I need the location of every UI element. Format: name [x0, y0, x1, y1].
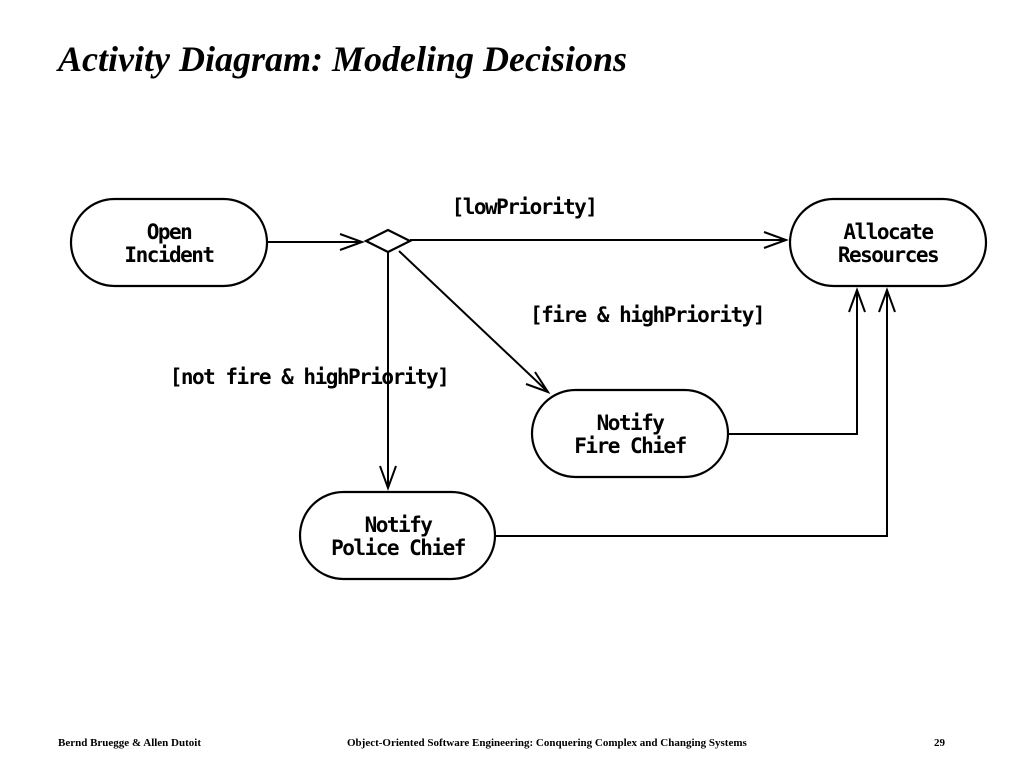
node-open-incident: Open Incident — [69, 197, 269, 288]
guard-fire-high-priority: [fire & highPriority] — [530, 303, 764, 327]
node-notify-police-chief: Notify Police Chief — [298, 490, 497, 581]
node-allocate-resources: Allocate Resources — [788, 197, 988, 288]
edge-fire-chief-to-allocate — [728, 290, 858, 435]
arrowhead-fire-chief-to-allocate — [848, 287, 866, 313]
footer-authors: Bernd Bruegge & Allen Dutoit — [58, 737, 201, 749]
slide-title: Activity Diagram: Modeling Decisions — [58, 39, 627, 79]
node-notify-police-chief-line2: Police Chief — [331, 536, 466, 560]
node-allocate-resources-line2: Resources — [838, 243, 938, 267]
node-notify-fire-chief: Notify Fire Chief — [530, 388, 730, 479]
edge-police-chief-to-allocate — [495, 290, 888, 537]
footer-course: Object-Oriented Software Engineering: Co… — [347, 737, 747, 749]
arrowhead-notify-police-chief — [379, 465, 397, 491]
guard-low-priority: [lowPriority] — [452, 195, 597, 219]
arrowhead-police-chief-to-allocate — [878, 287, 896, 313]
footer-page-number: 29 — [934, 737, 945, 749]
node-open-incident-line2: Incident — [124, 243, 213, 267]
node-open-incident-line1: Open — [147, 220, 192, 244]
arrowhead-decision-in — [339, 233, 365, 251]
guard-not-fire-high-priority: [not fire & highPriority] — [170, 365, 449, 389]
node-allocate-resources-line1: Allocate — [843, 220, 933, 244]
arrowhead-notify-fire-chief — [525, 371, 551, 394]
node-notify-fire-chief-line1: Notify — [597, 411, 666, 435]
decision-diamond — [363, 228, 413, 254]
edge-fire-high-priority — [398, 250, 549, 393]
arrowhead-allocate-resources — [763, 231, 789, 249]
node-notify-fire-chief-line2: Fire Chief — [574, 434, 686, 458]
node-notify-police-chief-line1: Notify — [365, 513, 434, 537]
